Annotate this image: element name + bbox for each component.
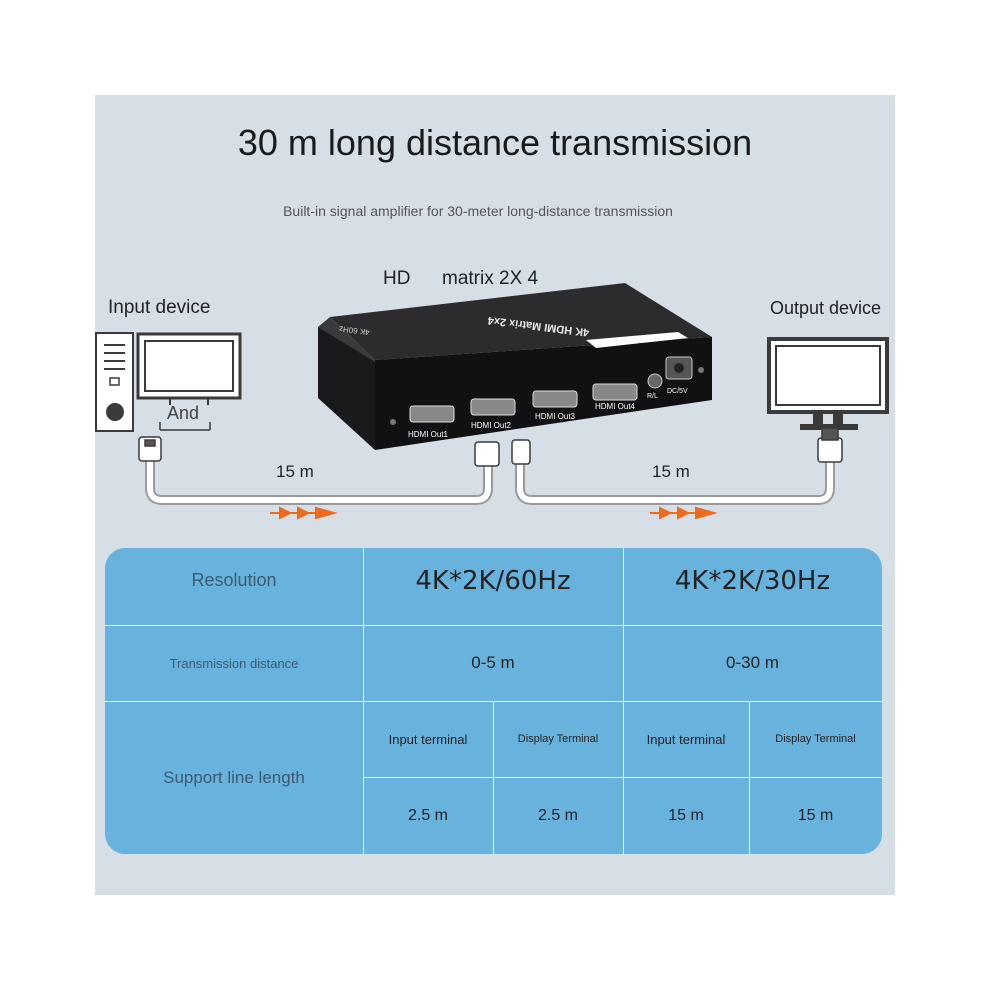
- left-distance-label: 15 m: [276, 462, 314, 481]
- device-side-label: 4K 60Hz: [339, 324, 371, 337]
- resolution-label: Resolution: [191, 570, 277, 590]
- length-input-30: 15 m: [668, 806, 704, 824]
- table-divider: [105, 625, 882, 626]
- port-label-1: HDMI Out1: [408, 430, 449, 439]
- signal-arrow-icon-right: [650, 506, 718, 520]
- computer-tower-icon: [95, 332, 134, 432]
- output-device-label: Output device: [770, 298, 882, 318]
- table-divider: [363, 777, 882, 778]
- port-label-2: HDMI Out2: [471, 421, 512, 430]
- and-label: And: [167, 403, 200, 423]
- length-input-60: 2.5 m: [407, 806, 448, 824]
- distance-60hz: 0-5 m: [471, 653, 515, 672]
- spec-table: Resolution 4K*2K/60Hz 4K*2K/30Hz Transmi…: [105, 548, 882, 854]
- device-title-hd: HD: [383, 268, 411, 289]
- port-label-4: HDMI Out4: [595, 402, 636, 411]
- device-logo: HDMI: [637, 340, 664, 354]
- length-display-60: 2.5 m: [537, 806, 578, 824]
- distance-label: Transmission distance: [169, 655, 299, 671]
- device-title-matrix: matrix 2X 4: [442, 268, 539, 289]
- rl-label: R/L: [647, 393, 658, 400]
- monitor-icon: [136, 332, 242, 431]
- page-subtitle: Built-in signal amplifier for 30-meter l…: [283, 203, 673, 219]
- output-monitor-icon: [767, 337, 889, 430]
- hdmi-plug-icon: [138, 427, 843, 467]
- distance-30hz: 0-30 m: [726, 653, 779, 672]
- sub-header-input-30: Input terminal: [646, 731, 726, 747]
- resolution-30hz: 4K*2K/30Hz: [674, 565, 831, 596]
- length-display-30: 15 m: [797, 806, 834, 824]
- input-device-label: Input device: [108, 297, 211, 318]
- dc-label: DC/5V: [667, 388, 688, 395]
- hdmi-cable-left: [145, 453, 493, 505]
- resolution-60hz: 4K*2K/60Hz: [415, 565, 571, 596]
- support-label: Support line length: [163, 767, 305, 787]
- sub-header-display-60: Display Terminal: [517, 733, 599, 745]
- signal-arrow-icon: [270, 506, 338, 520]
- hdmi-matrix-device: [318, 283, 712, 450]
- page-title: 30 m long distance transmission: [237, 122, 753, 163]
- table-divider: [105, 701, 882, 702]
- port-label-3: HDMI Out3: [535, 412, 576, 421]
- sub-header-display-30: Display Terminal: [775, 733, 856, 745]
- right-distance-label: 15 m: [652, 462, 690, 481]
- sub-header-input-60: Input terminal: [388, 731, 468, 747]
